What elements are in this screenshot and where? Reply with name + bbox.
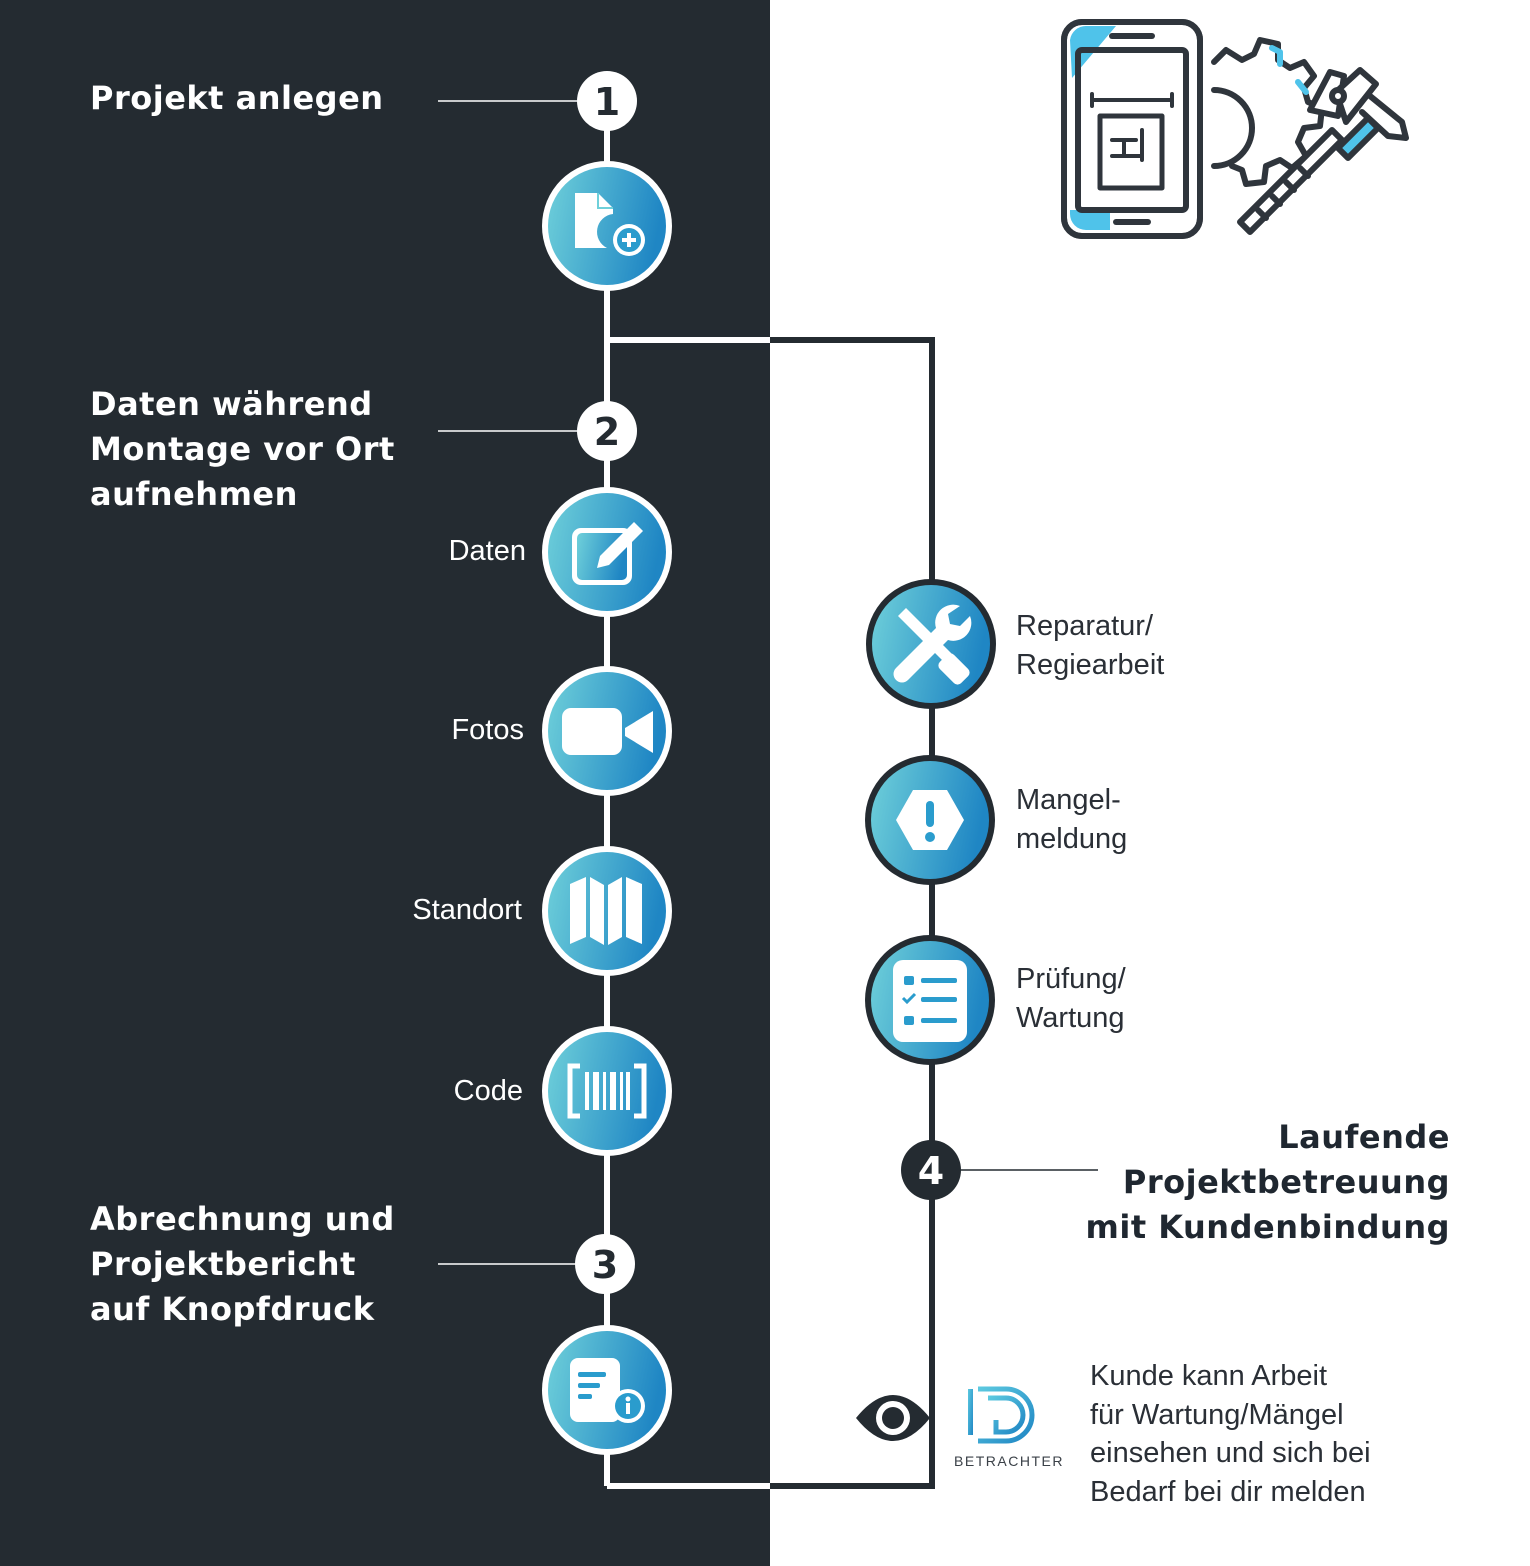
step-number-3: 3: [592, 1243, 618, 1287]
step-3-title-line: auf Knopfdruck: [90, 1290, 375, 1328]
step-number-1: 1: [594, 80, 620, 124]
service-label-mangel: Mangel- meldung: [1016, 784, 1128, 855]
step-badge-3: 3: [575, 1234, 635, 1294]
step-1-title: Projekt anlegen: [90, 79, 384, 117]
main-timeline: [604, 100, 935, 1489]
viewer-note-line: für Wartung/Mängel: [1090, 1398, 1344, 1431]
viewer-note: Kunde kann Arbeit für Wartung/Mängel ein…: [1090, 1357, 1371, 1511]
report-info-icon: [542, 1325, 672, 1455]
step-number-2: 2: [594, 410, 620, 454]
betrachter-logo: BETRACHTER: [954, 1386, 1064, 1469]
warning-icon: [865, 755, 995, 885]
eye-icon: [856, 1395, 930, 1441]
capture-label-code: Code: [453, 1075, 523, 1107]
step-2-title: Daten während Montage vor Ort aufnehmen: [90, 382, 395, 517]
viewer-note-line: Bedarf bei dir melden: [1090, 1475, 1366, 1508]
step-3-title-line: Projektbericht: [90, 1245, 356, 1283]
map-icon: [542, 846, 672, 976]
step-badge-4: 4: [901, 1140, 961, 1200]
step-3-title-line: Abrechnung und: [90, 1200, 395, 1238]
edit-icon: [542, 487, 672, 617]
step-4-title: Laufende Projektbetreuung mit Kundenbind…: [1086, 1115, 1450, 1250]
logo-wordmark: BETRACHTER: [954, 1453, 1064, 1469]
barcode-icon: [542, 1026, 672, 1156]
step-badge-1: 1: [577, 71, 637, 131]
step-badge-2: 2: [577, 401, 637, 461]
checklist-icon: [865, 935, 995, 1065]
service-label-reparatur: Reparatur/ Regiearbeit: [1016, 610, 1165, 681]
step-number-4: 4: [918, 1149, 944, 1193]
capture-label-daten: Daten: [448, 535, 526, 567]
step-2-title-line: aufnehmen: [90, 475, 298, 513]
step-4-title-line: Projektbetreuung: [1122, 1163, 1450, 1201]
step-2-title-line: Montage vor Ort: [90, 430, 395, 468]
step-3-title: Abrechnung und Projektbericht auf Knopfd…: [90, 1197, 395, 1332]
viewer-note-line: Kunde kann Arbeit: [1090, 1360, 1328, 1392]
new-document-icon: [542, 161, 672, 291]
step-2-title-line: Daten während: [90, 385, 373, 423]
capture-label-fotos: Fotos: [451, 714, 524, 746]
step-4-title-line: mit Kundenbindung: [1085, 1208, 1450, 1246]
viewer-note-line: einsehen und sich bei: [1090, 1437, 1371, 1469]
leader-lines: [438, 100, 1098, 1265]
smartphone-gear-caliper-icon: [1061, 19, 1409, 239]
capture-label-standort: Standort: [412, 894, 522, 926]
video-camera-icon: [542, 666, 672, 796]
service-label-pruefung: Prüfung/ Wartung: [1016, 963, 1126, 1034]
tools-icon: [866, 579, 996, 709]
step-4-title-line: Laufende: [1278, 1118, 1450, 1156]
